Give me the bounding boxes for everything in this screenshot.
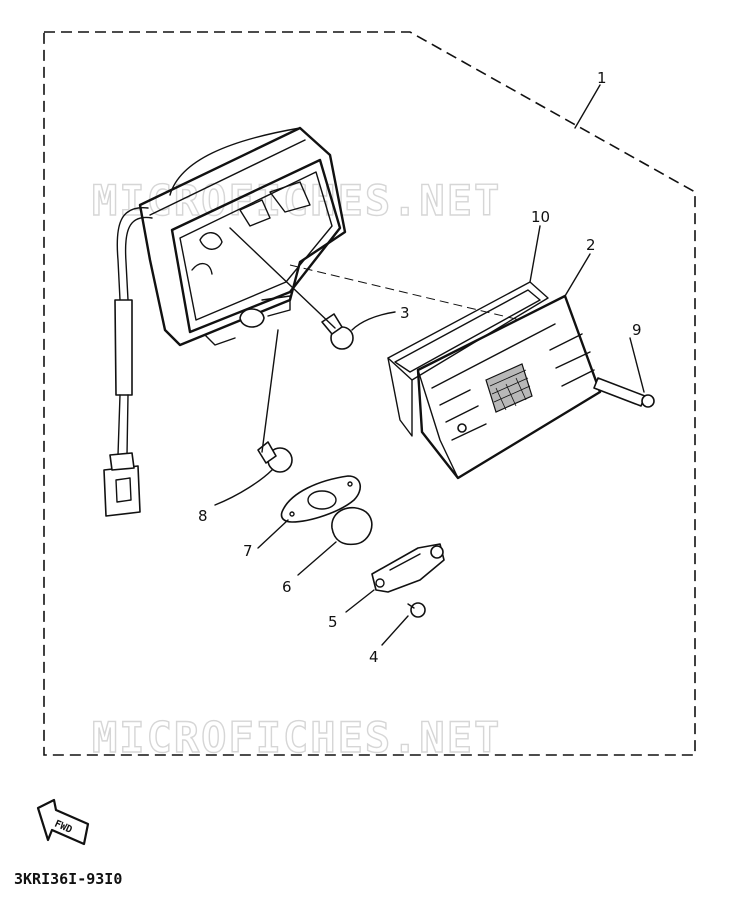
fwd-arrow-icon: FWD: [36, 798, 90, 846]
screw-9: [593, 377, 655, 408]
screw-4: [407, 602, 426, 618]
wire-harness: [103, 207, 153, 517]
bulb-3: [321, 313, 354, 350]
part-code: 3KRI36I-93I0: [14, 870, 123, 888]
callout-3: 3: [400, 304, 410, 322]
assembly-boundary: [43, 31, 696, 756]
gasket-10: [387, 281, 549, 381]
callout-8: 8: [198, 507, 208, 525]
callout-2: 2: [586, 236, 596, 254]
callout-7: 7: [243, 542, 253, 560]
callout-4: 4: [369, 648, 379, 666]
lamp-housing: [138, 126, 347, 347]
callout-1: 1: [597, 69, 607, 87]
callout-5: 5: [328, 613, 338, 631]
leader-lines: [214, 84, 645, 646]
callout-9: 9: [632, 321, 642, 339]
callout-6: 6: [282, 578, 292, 596]
lens-cap-6: [331, 506, 373, 546]
lens-2: [416, 294, 602, 480]
bracket-5: [371, 543, 445, 593]
callout-10: 10: [531, 208, 550, 226]
